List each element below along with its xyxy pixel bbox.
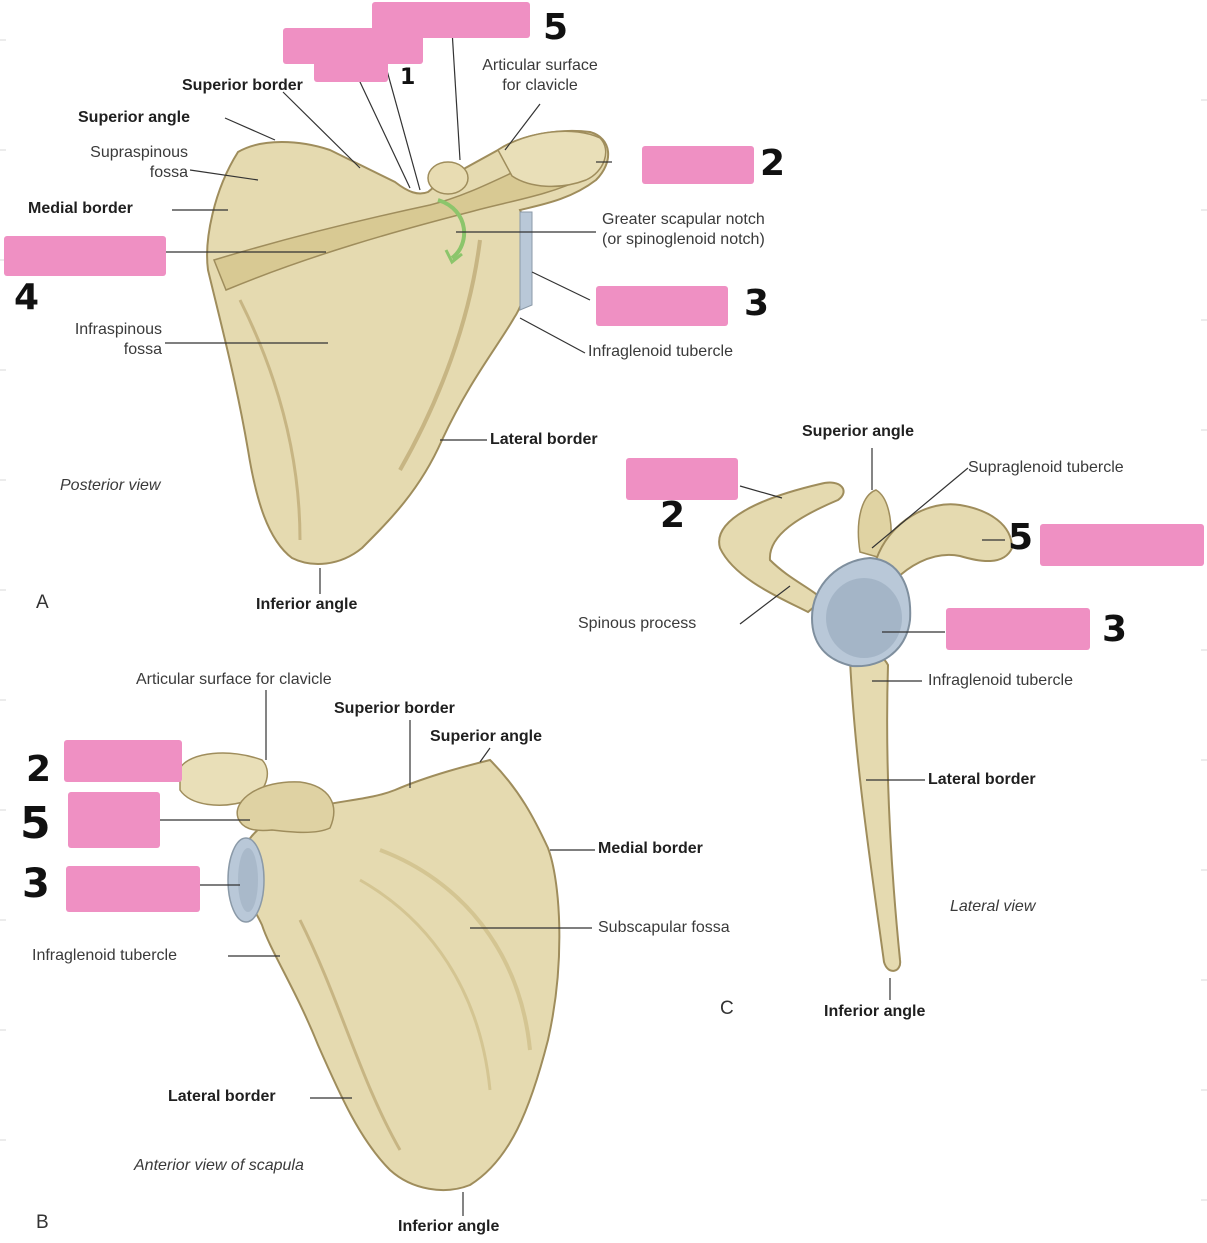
mask-b-glenoid-3 [66, 866, 200, 912]
hand-number: 2 [26, 749, 52, 790]
label-lateral-border: Lateral border [490, 431, 598, 448]
panel-letter-c: C [720, 998, 734, 1019]
label-supraglenoid-tubercle: Supraglenoid tubercle [968, 459, 1124, 476]
mask-a-spine-4 [4, 236, 166, 276]
label-superior-angle: Superior angle [430, 728, 543, 745]
label-supraspinous-fossa: Supraspinous fossa [90, 144, 188, 181]
caption-anterior-view: Anterior view of scapula [134, 1157, 304, 1174]
label-inferior-angle: Inferior angle [824, 1003, 926, 1020]
lateral-view-scapula [718, 481, 1014, 972]
hand-number: 1 [400, 65, 416, 90]
hand-number: 2 [760, 143, 786, 184]
anterior-view-scapula [179, 752, 561, 1191]
mask-c-acromion-2 [626, 458, 738, 500]
posterior-leader-lines [165, 29, 612, 594]
label-articular-surface-clavicle: Articular surface for clavicle [136, 671, 332, 688]
hand-number: 4 [14, 277, 40, 318]
label-subscapular-fossa: Subscapular fossa [598, 919, 730, 936]
hand-number: 3 [744, 283, 770, 324]
panel-letter-a: A [36, 592, 49, 613]
anterior-leader-lines [160, 690, 595, 1216]
lateral-leader-lines [739, 448, 1005, 1000]
label-infraspinous-fossa: Infraspinous fossa [74, 321, 162, 358]
hand-number: 5 [1008, 517, 1034, 558]
hand-number: 3 [22, 861, 50, 907]
label-superior-angle: Superior angle [78, 109, 191, 126]
panel-letter-b: B [36, 1212, 49, 1233]
label-spinous-process: Spinous process [578, 615, 697, 632]
label-infraglenoid-tubercle: Infraglenoid tubercle [32, 947, 177, 964]
hand-number: 5 [543, 7, 569, 48]
mask-a-glenoid-3 [596, 286, 728, 326]
hand-number: 3 [1102, 609, 1128, 650]
label-greater-scapular-notch: Greater scapular notch (or spinoglenoid … [602, 211, 765, 248]
label-infraglenoid-tubercle: Infraglenoid tubercle [588, 343, 733, 360]
mask-c-coracoid-5 [1040, 524, 1204, 566]
label-lateral-border: Lateral border [928, 771, 1036, 788]
hand-number: 2 [660, 495, 686, 536]
hand-number: 5 [20, 798, 51, 849]
mask-a-top-1b [314, 48, 388, 82]
label-medial-border: Medial border [598, 840, 703, 857]
label-superior-border: Superior border [182, 77, 303, 94]
caption-lateral-view: Lateral view [950, 898, 1036, 915]
label-superior-border: Superior border [334, 700, 455, 717]
mask-b-acromion-2 [64, 740, 182, 782]
label-medial-border: Medial border [28, 200, 133, 217]
label-inferior-angle: Inferior angle [256, 596, 358, 613]
page-grid-ticks [0, 39, 1207, 1201]
label-superior-angle: Superior angle [802, 423, 915, 440]
label-infraglenoid-tubercle: Infraglenoid tubercle [928, 672, 1073, 689]
label-inferior-angle: Inferior angle [398, 1218, 500, 1235]
mask-c-glenoid-3 [946, 608, 1090, 650]
mask-b-coracoid-5 [68, 792, 160, 848]
caption-posterior-view: Posterior view [60, 477, 161, 494]
label-articular-surface-clavicle: Articular surface for clavicle [482, 57, 598, 94]
mask-a-acromion-2 [642, 146, 754, 184]
posterior-view-scapula [206, 129, 610, 565]
label-lateral-border: Lateral border [168, 1088, 276, 1105]
